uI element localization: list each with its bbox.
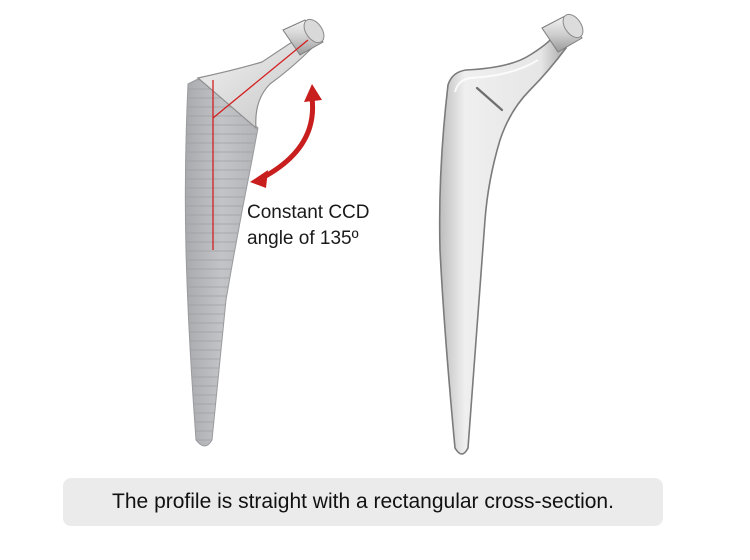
angle-arrow — [260, 97, 316, 181]
caption-box: The profile is straight with a rectangul… — [63, 478, 663, 526]
ccd-angle-label-line2: angle of 135º — [247, 228, 359, 249]
ccd-angle-label: Constant CCD angle of 135º — [247, 200, 370, 252]
ccd-angle-label-line1: Constant CCD — [247, 202, 370, 223]
arrow-head-down — [250, 170, 268, 188]
left-stem — [184, 18, 325, 447]
right-stem — [438, 13, 584, 455]
arrow-head-up — [304, 84, 322, 102]
caption-text: The profile is straight with a rectangul… — [112, 490, 614, 513]
